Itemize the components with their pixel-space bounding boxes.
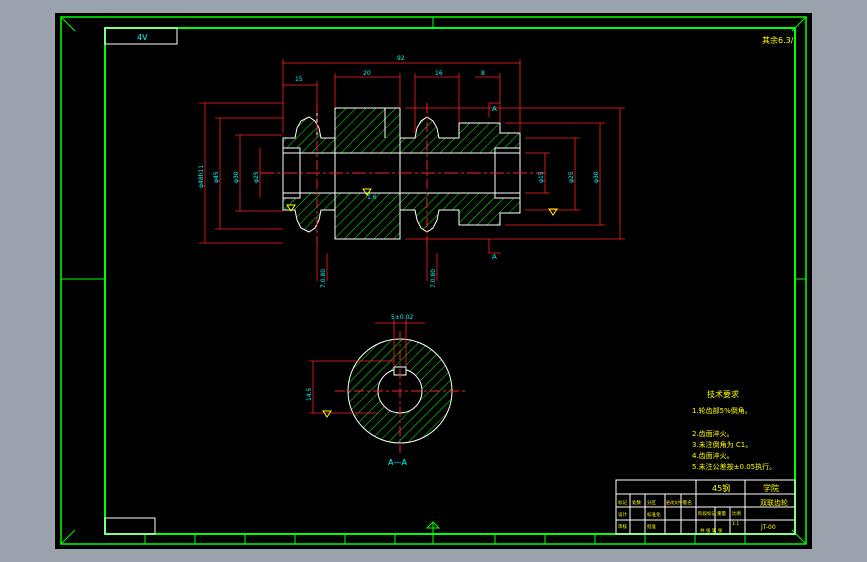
lower-hatch xyxy=(282,192,521,240)
cad-drawing-canvas[interactable]: 4V 其余6.3/ xyxy=(55,13,812,549)
section-marker-top: A xyxy=(492,105,497,113)
section-marker-bottom: A xyxy=(492,253,497,261)
tb-r0c1: 处数 xyxy=(632,499,641,506)
drawing-no-text: JT-00 xyxy=(760,524,776,531)
drawing-svg: 4V 其余6.3/ xyxy=(60,16,807,545)
dim-phi-hole-left: φ25 xyxy=(253,171,260,183)
code-box xyxy=(104,27,178,45)
tb-r0c0: 标记 xyxy=(618,499,627,506)
upper-hatch xyxy=(282,107,521,154)
dim-d4: 8 xyxy=(481,70,485,77)
tb-r3c2: 批准 xyxy=(647,523,656,530)
dim-phi-mid-left: φ30 xyxy=(233,171,240,183)
dim-roughness: 1.6 xyxy=(367,194,377,201)
dim-phi-outer-left: φ48h11 xyxy=(198,165,205,188)
dim-phi-left: φ45 xyxy=(213,171,220,183)
note-line-1: 1.轮齿部5%倒角。 xyxy=(692,406,752,415)
section-label: A—A xyxy=(388,458,407,467)
note-line-4: 4.齿面淬火。 xyxy=(692,451,734,460)
dim-d1: 15 xyxy=(295,76,303,83)
dim-d2: 20 xyxy=(363,70,371,77)
tb-stage-label: 阶段标记 xyxy=(698,510,716,517)
dim-phi-mid-right: φ25 xyxy=(568,171,575,183)
part-name-text: 双联齿轮 xyxy=(760,498,788,507)
projection-symbol xyxy=(425,521,441,534)
dim-tooth-right: 7.0.80 xyxy=(430,269,437,288)
center-marks xyxy=(61,17,806,544)
section-aa-view: 5±0.02 14.5 A—A xyxy=(306,314,465,467)
side-box xyxy=(104,517,156,535)
tb-sheet: 共 张 第 张 xyxy=(700,527,723,534)
dim-total-length: 92 xyxy=(397,55,405,62)
tb-scale-value: 1:1 xyxy=(732,521,739,527)
notes-heading: 技术要求 xyxy=(707,389,739,399)
note-line-5: 5.未注公差按±0.05执行。 xyxy=(692,462,776,471)
roughness-symbols xyxy=(286,188,558,216)
dim-tooth-left: 7.0.80 xyxy=(320,269,327,288)
surface-finish-note: 其余6.3/ xyxy=(762,35,794,45)
tb-scale-label: 比例 xyxy=(732,510,741,517)
title-block: 45钢 学院 双联齿轮 JT-00 标记 处数 分区 更改文件号 签名 设计 标… xyxy=(615,479,796,535)
tb-r1c0: 设计 xyxy=(618,511,627,518)
tb-r2c0: 审核 xyxy=(618,523,627,530)
tb-r1c2: 标准化 xyxy=(647,511,661,518)
zone-ticks xyxy=(144,534,746,544)
inner-frame xyxy=(104,27,796,535)
technical-notes: 技术要求 1.轮齿部5%倒角。 2.齿面淬火。 3.未注倒角为 C1。 4.齿面… xyxy=(692,389,776,471)
dim-d3: 16 xyxy=(435,70,443,77)
dim-phi-hole-right: φ15 xyxy=(538,171,545,183)
tb-r0c2: 分区 xyxy=(647,499,656,506)
tb-r0c4: 签名 xyxy=(683,499,692,506)
note-line-2: 2.齿面淬火。 xyxy=(692,429,734,438)
dim-key-width: 5±0.02 xyxy=(391,314,413,321)
dim-phi-right: φ30 xyxy=(593,171,600,183)
main-section-view xyxy=(260,103,545,243)
tb-weight-label: 重量 xyxy=(717,510,726,517)
code-text: 4V xyxy=(137,33,148,42)
dim-key-depth: 14.5 xyxy=(306,387,313,401)
tb-r0c3: 更改文件号 xyxy=(666,499,686,505)
school-text: 学院 xyxy=(763,483,779,493)
note-line-3: 3.未注倒角为 C1。 xyxy=(692,440,752,449)
material-text: 45钢 xyxy=(712,483,730,493)
corner-marks xyxy=(60,16,807,545)
dimension-lines xyxy=(199,59,625,281)
